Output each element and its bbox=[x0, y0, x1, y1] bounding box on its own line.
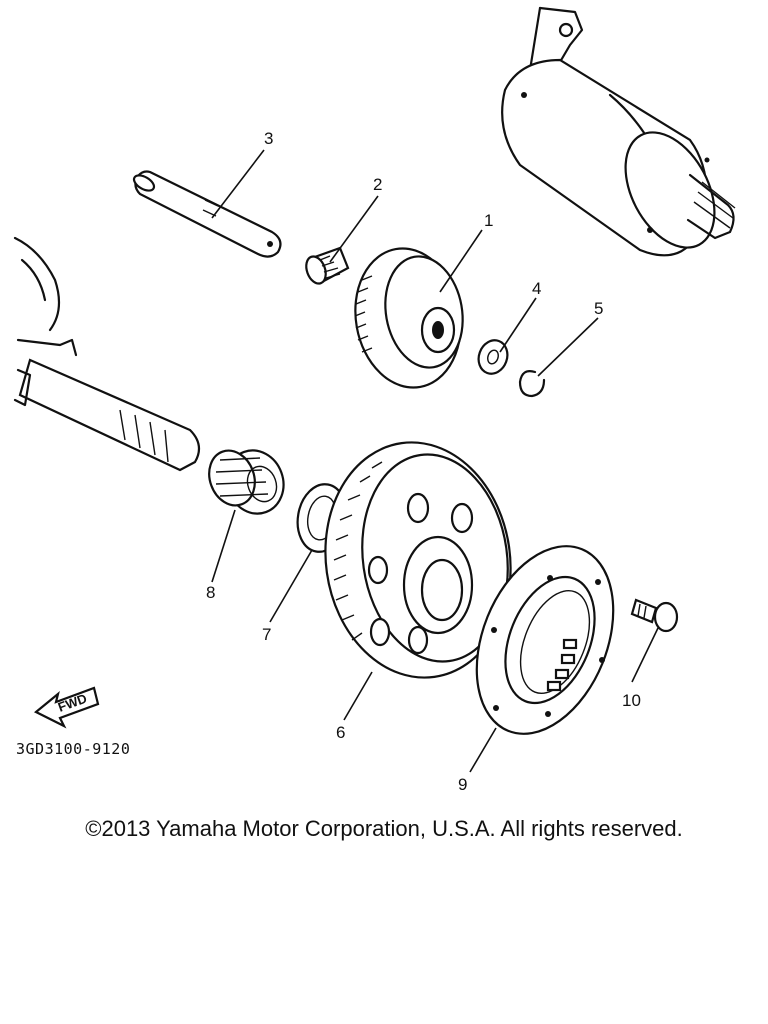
drawing-code: 3GD3100-9120 bbox=[16, 740, 130, 758]
part-4-washer bbox=[477, 339, 509, 375]
part-6-wheel-gear bbox=[324, 441, 512, 679]
starter-motor bbox=[501, 6, 736, 257]
callout-2: 2 bbox=[373, 175, 382, 194]
part-2-needle-bearing bbox=[305, 246, 350, 285]
callout-4: 4 bbox=[532, 279, 541, 298]
part-10-bolt bbox=[630, 598, 679, 633]
part-1-idle-gear bbox=[354, 247, 464, 389]
callout-6: 6 bbox=[336, 723, 345, 742]
callout-9: 9 bbox=[458, 775, 467, 794]
parts-diagram: 1 2 3 4 5 6 7 8 9 10 FWD 3GD3100-9120 bbox=[13, 6, 736, 794]
callout-3: 3 bbox=[264, 129, 273, 148]
callout-8: 8 bbox=[206, 583, 215, 602]
fwd-arrow-icon: FWD bbox=[33, 686, 100, 729]
copyright-notice: ©2013 Yamaha Motor Corporation, U.S.A. A… bbox=[85, 816, 683, 841]
part-9-one-way-clutch bbox=[475, 545, 615, 735]
leader-lines bbox=[211, 149, 659, 773]
callout-10: 10 bbox=[622, 691, 641, 710]
callout-1: 1 bbox=[484, 211, 493, 230]
crankshaft bbox=[13, 236, 201, 472]
part-3-shaft bbox=[132, 170, 282, 258]
callout-5: 5 bbox=[594, 299, 603, 318]
part-8-bearing bbox=[208, 449, 285, 515]
part-5-circlip bbox=[518, 370, 546, 398]
callouts: 1 2 3 4 5 6 7 8 9 10 bbox=[206, 129, 641, 794]
callout-7: 7 bbox=[262, 625, 271, 644]
